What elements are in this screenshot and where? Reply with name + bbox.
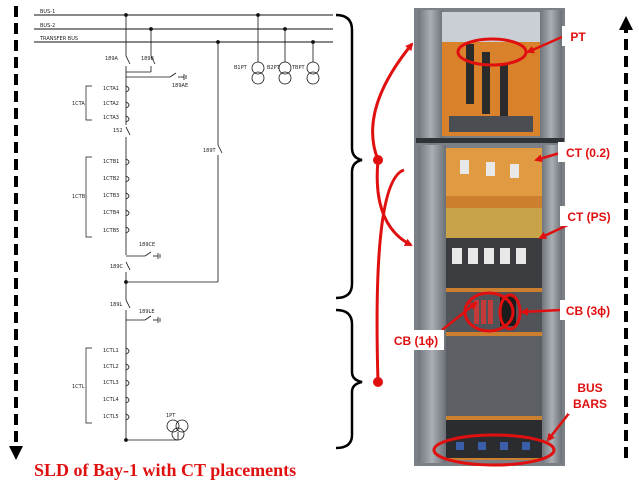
callout-cb-3ph-label: CB (3ϕ) [566, 304, 610, 318]
ct-core [125, 158, 130, 234]
label-189le: 189LE [139, 309, 155, 315]
line-pt-symbol [166, 419, 189, 441]
feeder-wiring [124, 13, 315, 442]
callout-ct-metering-label: CT (0.2) [566, 146, 610, 160]
label-189l: 189L [110, 302, 123, 308]
bus-label-2: BUS-2 [40, 23, 55, 29]
arrow-down-icon [9, 446, 23, 460]
bus-pt-symbols [251, 61, 320, 85]
label-tbpt: TBPT [291, 65, 305, 71]
label-189ae: 189AE [172, 83, 188, 89]
ct-core-label: 1CTA3 [103, 115, 119, 121]
bus-lines [34, 14, 333, 43]
brace-upper [335, 13, 363, 300]
callout-pt-label: PT [570, 30, 586, 44]
label-152: 152 [113, 128, 123, 134]
ct-core-label: 1CTB5 [103, 228, 119, 234]
label-b2pt: B2PT [267, 65, 281, 71]
ct-core-label: 1CTA2 [103, 101, 119, 107]
callout-ct-metering: CT (0.2) [558, 142, 618, 162]
figure-caption: SLD of Bay-1 with CT placements [34, 460, 296, 480]
callout-cb-1ph-label: CB (1ϕ) [394, 334, 438, 348]
ct-core-label: 1CTB4 [103, 210, 119, 216]
callout-pt: PT [562, 26, 594, 46]
ct-group-1cta: 1CTA 1CTA1 1CTA2 1CTA3 [72, 85, 130, 123]
callout-ct-protection: CT (PS) [560, 206, 618, 226]
label-189b: 189B [141, 56, 155, 62]
callout-arrows [441, 35, 575, 442]
ct-core-label: 1CTL1 [103, 348, 119, 354]
cb-3ph-highlight [498, 293, 522, 331]
ct-core-label: 1CTL3 [103, 380, 119, 386]
brace-lower [335, 308, 363, 450]
ct-core-label: 1CTL5 [103, 414, 119, 420]
left-dashed-arrow [9, 6, 23, 460]
label-189a: 189A [105, 56, 119, 62]
connector-arrows [371, 42, 414, 387]
callout-ct-protection-label: CT (PS) [567, 210, 610, 224]
ct-group-1ctl: 1CTL 1CTL1 1CTL2 1CTL3 1CTL4 1CTL5 [72, 347, 130, 424]
label-189ce: 189CE [139, 242, 155, 248]
ct-group-label: 1CTL [72, 384, 85, 390]
callout-bus-bars-label-1: BUS [577, 381, 602, 395]
label-189c: 189C [110, 264, 124, 270]
right-dashed-arrow [619, 16, 633, 458]
pt-highlight [456, 37, 528, 67]
busbar-highlight [432, 433, 556, 467]
callout-bus-bars-label-2: BARS [573, 397, 607, 411]
label-1pt: 1PT [166, 413, 176, 419]
ct-core [125, 347, 130, 421]
highlight-ellipses [432, 37, 556, 467]
label-b1pt: B1PT [234, 65, 248, 71]
ct-group-label: 1CTA [72, 101, 85, 107]
bus-label-1: BUS-1 [40, 9, 55, 15]
ct-core-label: 1CTB3 [103, 193, 119, 199]
ct-core-label: 1CTB2 [103, 176, 119, 182]
ct-group-label: 1CTB [72, 194, 86, 200]
arrow-up-icon [619, 16, 633, 30]
ct-core-label: 1CTB1 [103, 159, 119, 165]
label-189t: 189T [203, 148, 217, 154]
ct-core-label: 1CTA1 [103, 86, 119, 92]
bus-label-transfer: TRANSFER BUS [39, 36, 78, 42]
callout-bus-bars: BUS BARS [568, 378, 612, 414]
callout-cb-1ph: CB (1ϕ) [388, 330, 444, 350]
ct-group-1ctb: 1CTB 1CTB1 1CTB2 1CTB3 1CTB4 1CTB5 [72, 156, 130, 238]
ct-core-label: 1CTL2 [103, 364, 119, 370]
ct-core-label: 1CTL4 [103, 397, 119, 403]
ct-core [125, 85, 130, 123]
callout-cb-3ph: CB (3ϕ) [560, 300, 616, 320]
